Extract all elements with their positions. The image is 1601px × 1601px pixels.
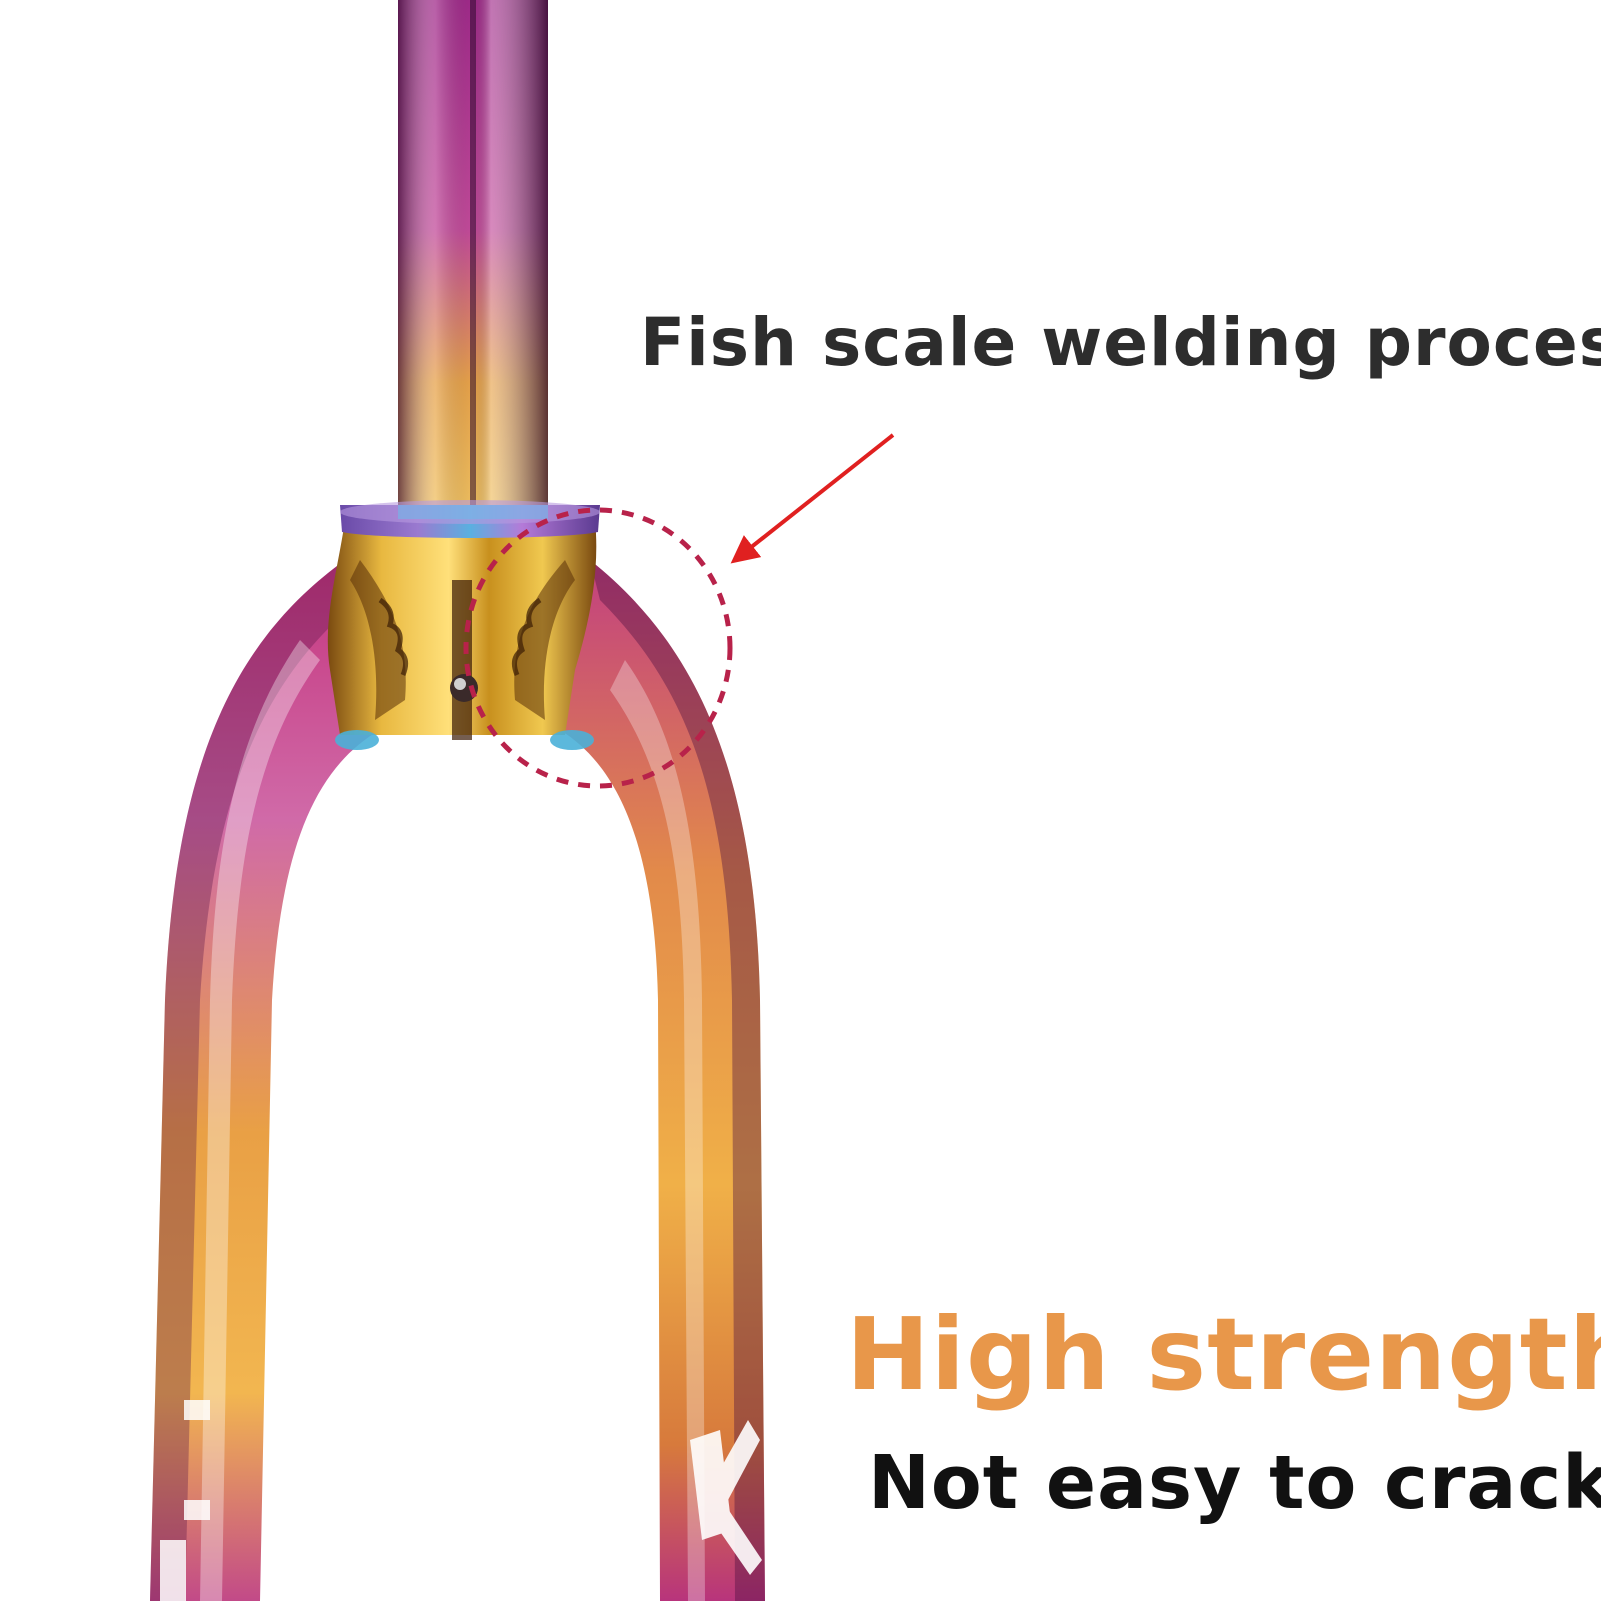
steerer-tube [398,0,548,510]
crown-race [340,500,600,538]
process-caption: Fish scale welding process [640,304,1601,381]
pointer-arrow [730,433,895,564]
weld-seam-right [514,560,575,720]
weld-seam-left [350,560,406,720]
fork-leg-right [560,560,765,1601]
fork-crown [327,520,597,750]
weld-highlight-ring [463,507,733,789]
fork-leg-left [150,560,380,1601]
subline-caption: Not easy to crack [868,1440,1601,1526]
headline-caption: High strength [846,1296,1601,1413]
brand-decal-right [690,1420,762,1575]
brand-decal-left [53,1400,210,1601]
